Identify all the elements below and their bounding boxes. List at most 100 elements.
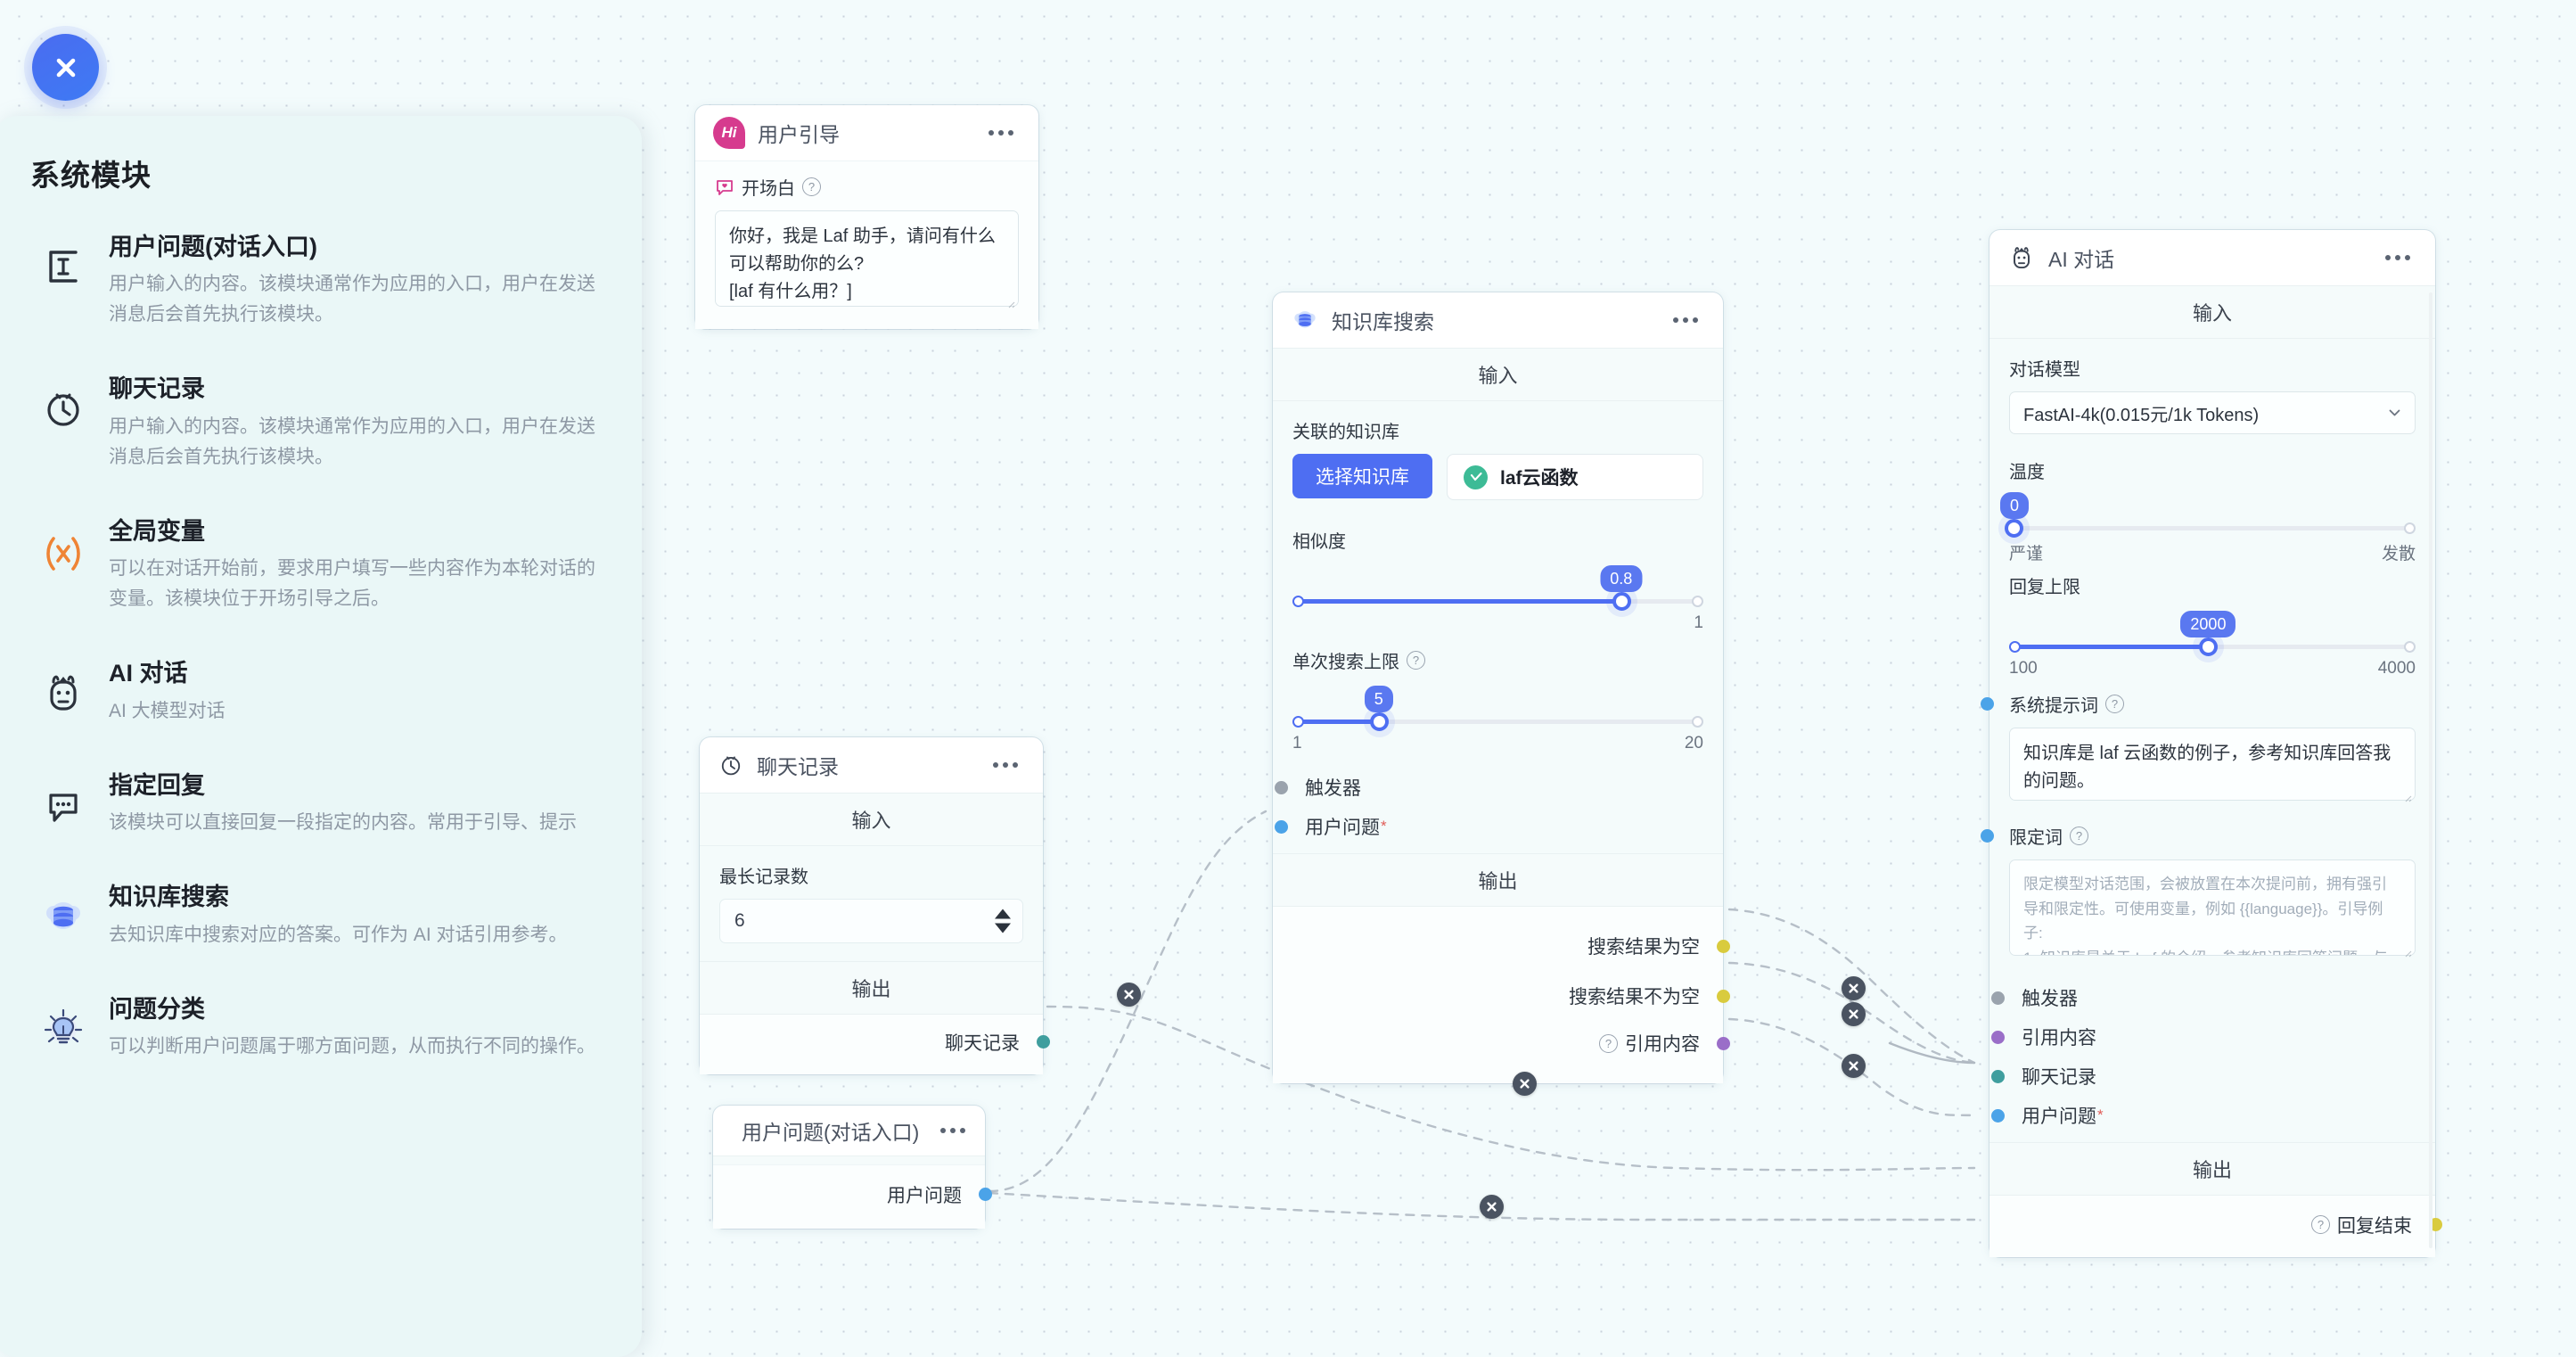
help-icon[interactable]: ? [2105,695,2124,713]
stepper-down-icon[interactable] [995,923,1011,933]
required-marker: * [2097,1106,2104,1123]
node-menu-button[interactable] [2380,250,2416,266]
help-icon[interactable]: ? [1407,651,1425,670]
output-port-quote-content[interactable]: ? 引用内容 [1292,1021,1730,1065]
variable-x-icon [29,515,98,574]
similarity-value-badge: 0.8 [1600,565,1643,593]
port-dot[interactable] [1275,780,1288,794]
port-dot[interactable] [1717,989,1730,1003]
help-icon[interactable]: ? [802,177,821,196]
input-port-trigger[interactable]: 触发器 [1275,768,1703,807]
stepper-arrows[interactable] [995,909,1011,933]
help-icon[interactable]: ? [2070,827,2088,845]
node-header[interactable]: 聊天记录 [700,737,1043,793]
chat-history-outputs: 聊天记录 [700,1015,1050,1074]
input-port-chat-history[interactable]: 聊天记录 [1991,1057,2416,1096]
edge-delete-button[interactable] [1480,1195,1504,1219]
edge-delete-button[interactable] [1117,983,1141,1007]
port-dot[interactable] [1717,939,1730,953]
max-tokens-slider[interactable]: 2000 100 4000 [2009,611,2416,678]
node-title: 知识库搜索 [1332,310,1434,333]
limit-max-tick: 20 [1684,734,1703,753]
port-dot[interactable] [1991,1108,2005,1123]
search-limit-slider[interactable]: 5 1 20 [1292,686,1703,753]
module-item-knowledge-search[interactable]: 知识库搜索 去知识库中搜索对应的答案。可作为 AI 对话引用参考。 [0,859,642,971]
module-title: 问题分类 [109,995,205,1023]
resize-grip-icon[interactable] [2401,792,2412,802]
module-title: 知识库搜索 [109,884,229,911]
chat-model-select[interactable]: FastAI-4k(0.015元/1k Tokens) [2009,391,2416,434]
similarity-label: 相似度 [1292,532,1346,552]
module-description: 用户输入的内容。该模块通常作为应用的入口，用户在发送消息后会首先执行该模块。 [109,415,595,467]
temperature-slider[interactable]: 0 严谨 发散 [1999,492,2416,563]
port-dot[interactable] [979,1188,992,1201]
input-port-quote-content[interactable]: 引用内容 [1991,1017,2416,1057]
port-dot[interactable] [1717,1036,1730,1050]
output-port-label: 聊天记录 [945,1032,1020,1054]
database-icon [29,881,98,940]
node-header[interactable]: 用户问题(对话入口) [713,1106,985,1156]
node-user-question[interactable]: 用户问题(对话入口) 用户问题 [713,1106,992,1229]
help-icon[interactable]: ? [1599,1033,1618,1053]
output-port-nonempty-result[interactable]: 搜索结果不为空 [1292,971,1730,1021]
edge-delete-button[interactable] [1842,1054,1866,1078]
module-item-user-question[interactable]: 用户问题(对话入口) 用户输入的内容。该模块通常作为应用的入口，用户在发送消息后… [0,210,642,351]
max-records-stepper[interactable]: 6 [719,899,1023,943]
node-header[interactable]: 知识库搜索 [1273,292,1723,348]
port-dot[interactable] [1991,1069,2005,1083]
knowledge-base-tag[interactable]: laf云函数 [1447,454,1703,500]
select-knowledge-base-button[interactable]: 选择知识库 [1292,454,1432,498]
resize-grip-icon[interactable] [2401,947,2412,958]
input-port-trigger[interactable]: 触发器 [1991,978,2416,1017]
port-dot[interactable] [1981,829,1994,843]
qualifier-input[interactable] [2009,859,2416,956]
module-item-ai-chat[interactable]: AI 对话 AI 大模型对话 [0,636,642,747]
stepper-up-icon[interactable] [995,909,1011,919]
node-menu-button[interactable] [1668,312,1703,328]
input-port-user-question[interactable]: 用户问题* [1991,1096,2416,1135]
port-dot[interactable] [1037,1035,1050,1049]
module-item-chat-history[interactable]: 聊天记录 用户输入的内容。该模块通常作为应用的入口，用户在发送消息后会首先执行该… [0,351,642,493]
output-port-chat-history[interactable]: 聊天记录 [719,1024,1050,1060]
port-dot[interactable] [1981,697,1994,711]
edge-delete-button[interactable] [1842,1002,1866,1026]
port-dot[interactable] [1991,1030,2005,1044]
node-menu-button[interactable] [983,125,1019,141]
module-item-specified-reply[interactable]: 指定回复 该模块可以直接回复一段指定的内容。常用于引导、提示 [0,748,642,859]
chat-bubble-icon [29,769,98,828]
similarity-slider[interactable]: 0.8 1 [1292,565,1703,632]
node-menu-button[interactable] [988,757,1023,773]
limit-label-row: 单次搜索上限 ? [1292,647,1703,673]
port-dot[interactable] [1991,991,2005,1005]
module-item-question-classification[interactable]: 问题分类 可以判断用户问题属于哪方面问题，从而执行不同的操作。 [0,972,642,1083]
node-knowledge-search[interactable]: 知识库搜索 输入 关联的知识库 选择知识库 laf云函数 相似度 0.8 1 单… [1273,292,1730,1083]
help-icon[interactable]: ? [2311,1215,2330,1234]
input-port-user-question[interactable]: 用户问题* [1275,807,1703,846]
node-header[interactable]: AI 对话 [1989,230,2435,285]
node-chat-history[interactable]: 聊天记录 输入 最长记录数 6 输出 聊天记录 [700,737,1050,1074]
output-port-empty-result[interactable]: 搜索结果为空 [1292,921,1730,971]
similarity-max-tick: 1 [1694,613,1703,632]
output-port-reply-end[interactable]: ? 回复结束 [2009,1206,2442,1243]
node-header[interactable]: Hi 用户引导 [695,105,1038,160]
robot-icon [29,657,98,716]
resize-grip-icon[interactable] [1005,298,1015,308]
module-title: 聊天记录 [109,375,205,403]
opening-statement-input[interactable] [715,210,1019,307]
output-port-user-question[interactable]: 用户问题 [733,1176,992,1213]
edge-delete-button[interactable] [1513,1072,1537,1096]
robot-icon [2014,247,2030,269]
close-button[interactable] [32,34,99,101]
system-prompt-label: 系统提示词 [2009,696,2098,716]
system-prompt-input[interactable] [2009,728,2416,801]
node-scrollbar[interactable] [2429,292,2432,1248]
node-user-guide[interactable]: Hi 用户引导 开场白 ? [695,105,1038,329]
port-dot[interactable] [1275,819,1288,834]
node-menu-button[interactable] [935,1123,971,1139]
module-item-global-variable[interactable]: 全局变量 可以在对话开始前，要求用户填写一些内容作为本轮对话的变量。该模块位于开… [0,494,642,636]
edge-delete-button[interactable] [1842,976,1866,1000]
node-ai-chat[interactable]: AI 对话 输入 对话模型 FastAI-4k(0.015元/1k Tokens… [1981,230,2442,1257]
input-section-label: 输入 [1989,285,2435,339]
limit-value-badge: 5 [1364,686,1393,713]
ai-chat-body: 对话模型 FastAI-4k(0.015元/1k Tokens) 温度 0 严谨… [1981,339,2435,1142]
